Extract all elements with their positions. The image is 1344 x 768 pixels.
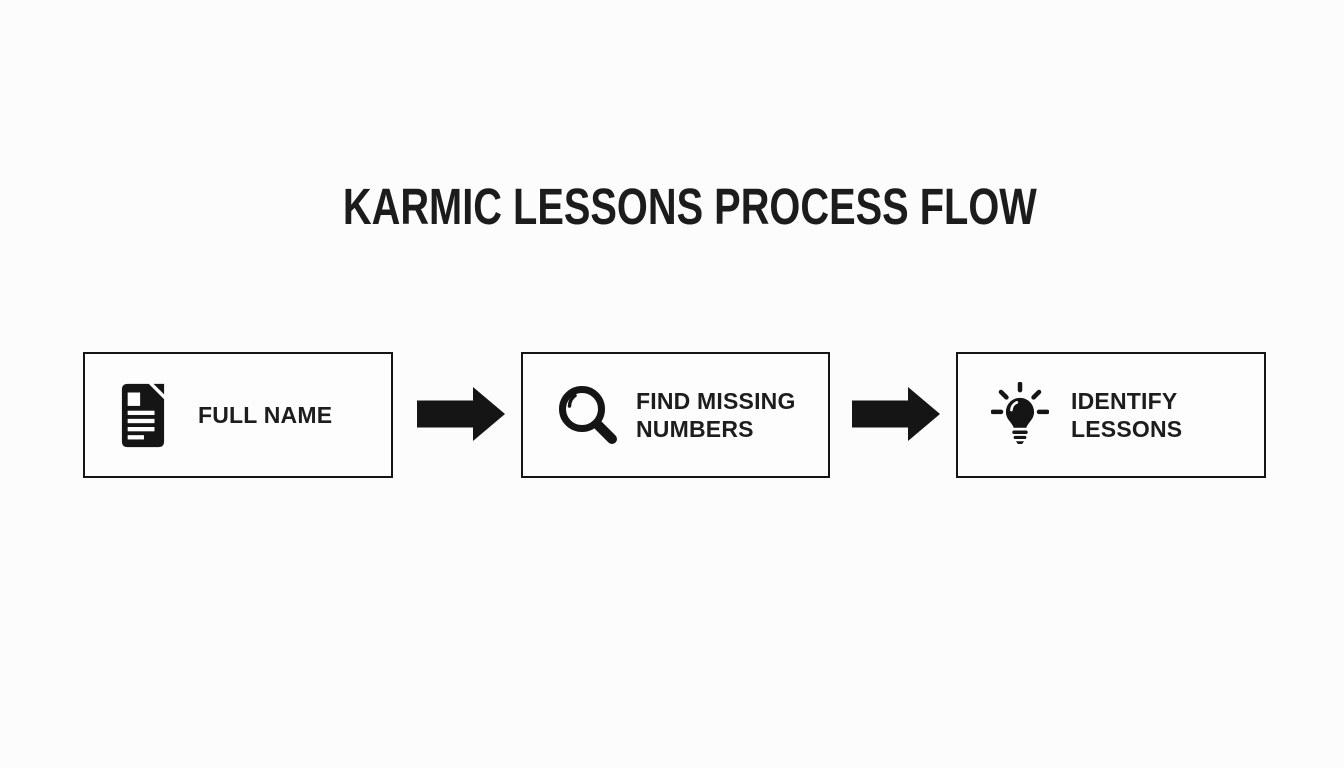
step-label-line: NUMBERS xyxy=(636,416,754,442)
step-label-line: FIND MISSING xyxy=(636,388,796,414)
step-label-identify-lessons: IDENTIFY LESSONS xyxy=(1071,387,1182,443)
lightbulb-icon xyxy=(991,381,1071,449)
step-box-identify-lessons: IDENTIFY LESSONS xyxy=(956,352,1266,478)
document-icon xyxy=(118,381,198,450)
step-label-line: IDENTIFY xyxy=(1071,388,1178,414)
step-label-find-missing-numbers: FIND MISSING NUMBERS xyxy=(636,387,796,443)
magnifier-icon xyxy=(556,383,636,447)
arrow-right-icon xyxy=(417,386,505,442)
arrow-right-icon xyxy=(852,386,940,442)
page-title: KARMIC LESSONS PROCESS FLOW xyxy=(0,181,1344,232)
step-label-line: FULL NAME xyxy=(198,402,333,428)
step-label-full-name: FULL NAME xyxy=(198,401,332,429)
step-box-full-name: FULL NAME xyxy=(83,352,393,478)
page-title-text: KARMIC LESSONS PROCESS FLOW xyxy=(343,178,1037,235)
step-label-line: LESSONS xyxy=(1071,416,1183,442)
step-box-find-missing-numbers: FIND MISSING NUMBERS xyxy=(521,352,830,478)
